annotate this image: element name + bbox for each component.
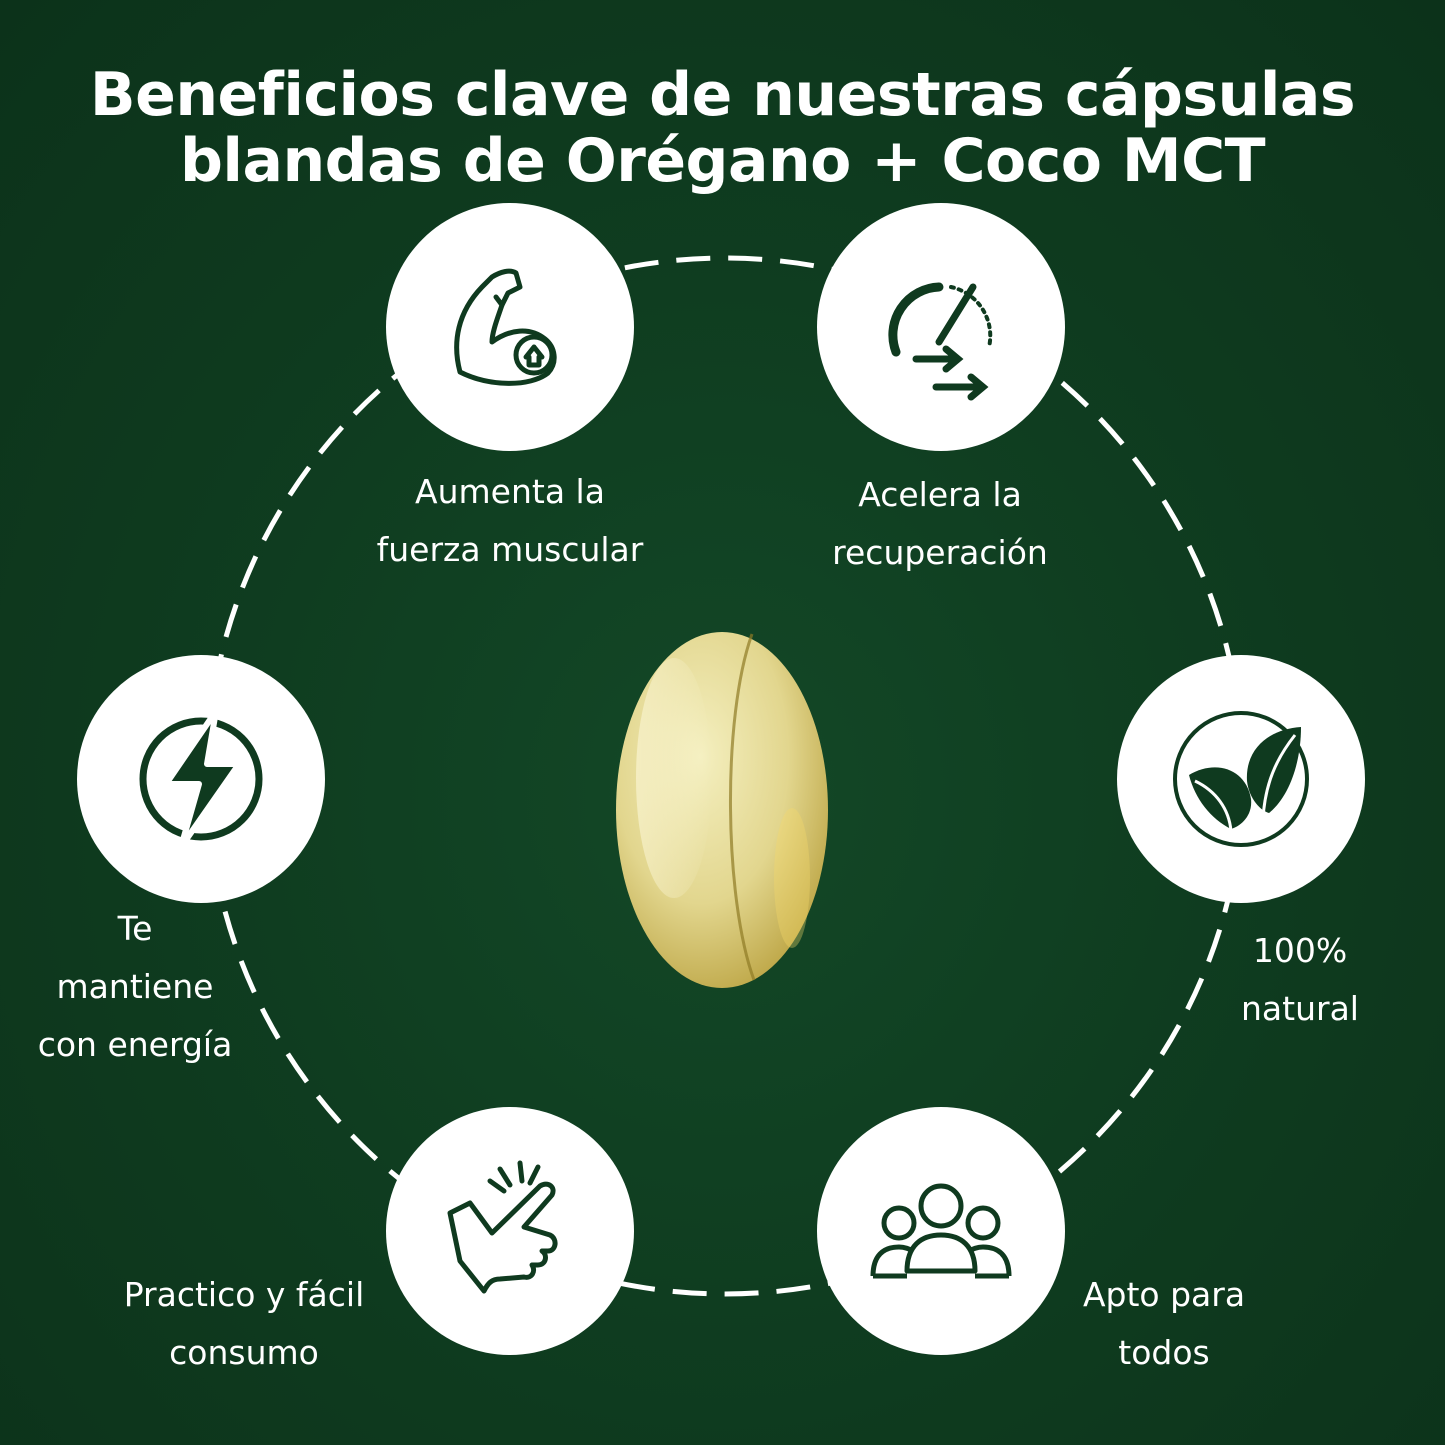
leaves-icon: [1173, 711, 1309, 847]
benefit-label-energy: Te mantiene con energía: [37, 909, 233, 1064]
benefit-label-everyone: Apto para todos: [1082, 1275, 1246, 1372]
lightning-bolt-icon: [139, 708, 263, 850]
benefit-circle-everyone: [817, 1107, 1065, 1355]
benefit-circle-easy: [386, 1107, 634, 1355]
benefit-circle-recovery: [817, 203, 1065, 451]
title-line-1: Beneficios clave de nuestras cápsulas: [89, 60, 1356, 130]
page-title: Beneficios clave de nuestras cápsulas bl…: [0, 62, 1445, 194]
benefit-label-easy: Practico y fácil consumo: [123, 1275, 365, 1372]
softgel-capsule-image: [616, 632, 828, 988]
benefit-circle-energy: [77, 655, 325, 903]
benefit-label-muscle: Aumenta la fuerza muscular: [376, 472, 644, 569]
benefit-circle-muscle: [386, 203, 634, 451]
benefit-label-recovery: Acelera la recuperación: [832, 475, 1048, 572]
title-line-2: blandas de Orégano + Coco MCT: [179, 126, 1266, 196]
benefit-circle-natural: [1117, 655, 1365, 903]
speedometer-arrows-icon: [888, 282, 993, 401]
benefit-label-natural: 100% natural: [1241, 931, 1359, 1028]
flexed-arm-icon: [454, 268, 557, 386]
group-people-icon: [870, 1183, 1012, 1279]
hand-checkmark-icon: [447, 1160, 558, 1294]
